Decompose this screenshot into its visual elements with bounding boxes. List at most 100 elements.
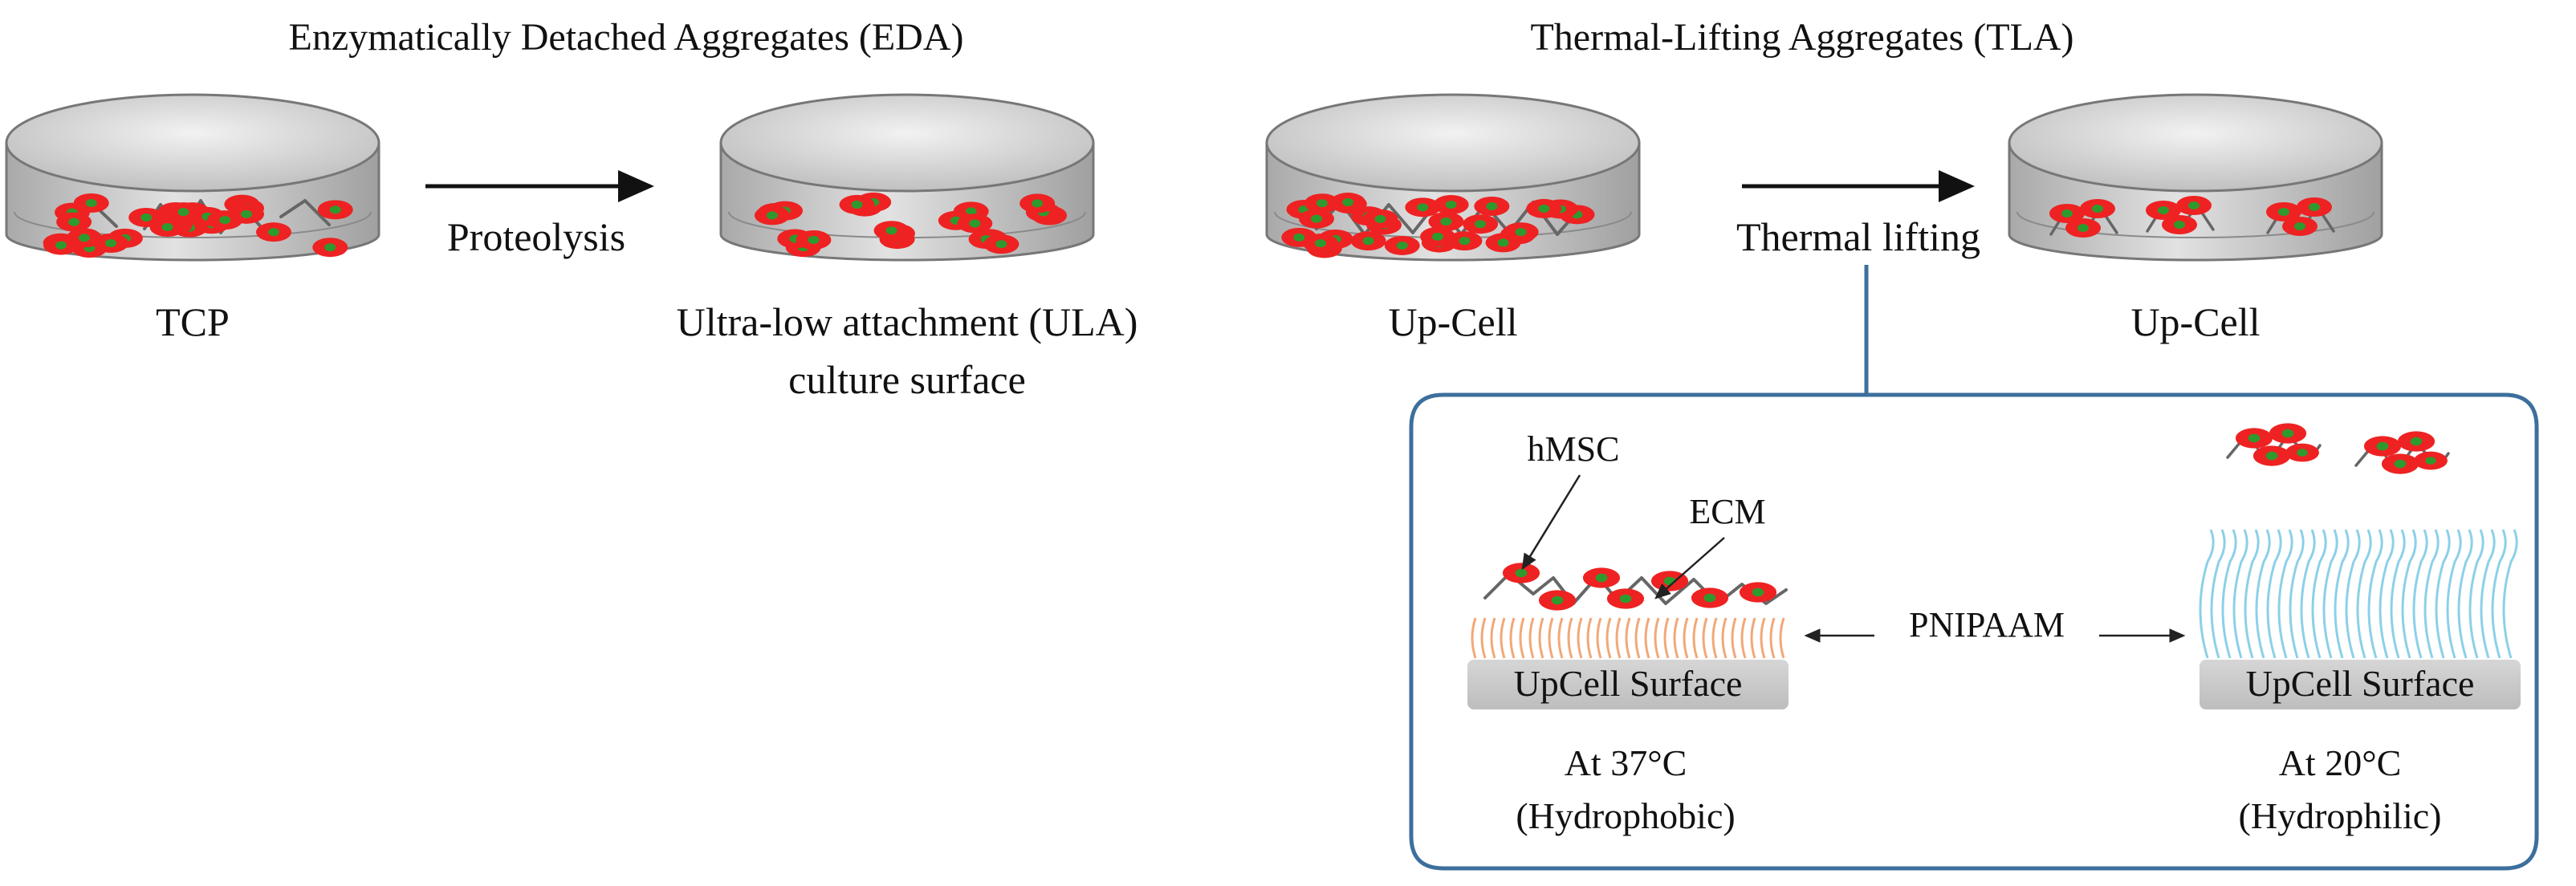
pnipaam-collapsed-chain	[1557, 617, 1564, 659]
hmsc-cell	[1405, 197, 1441, 217]
pnipaam-collapsed-chain	[1519, 617, 1525, 659]
pnipaam-extended-chain	[2367, 529, 2383, 659]
pnipaam-collapsed-chain	[1683, 617, 1689, 659]
hmsc-cell	[2363, 436, 2402, 457]
hmsc-cell	[2269, 423, 2307, 444]
pnipaam-collapsed-chain	[1740, 617, 1747, 659]
hmsc-cell	[983, 234, 1019, 254]
dish-floor-line	[2016, 211, 2375, 238]
hmsc-cell	[56, 212, 92, 232]
pnipaam-collapsed-chain	[1692, 617, 1699, 659]
pnipaam-extended-chain	[2210, 529, 2226, 659]
hmsc-cell	[207, 210, 243, 230]
hmsc-cell	[839, 194, 875, 214]
pnipaam-extended-chain	[2345, 529, 2361, 659]
hmsc-cell	[1384, 235, 1420, 255]
tla-title: Thermal-Lifting Aggregates (TLA)	[1530, 16, 2073, 59]
hmsc-cell	[1304, 193, 1340, 213]
hmsc-cell	[1503, 222, 1539, 242]
pnipaam-extended-chain	[2221, 529, 2237, 659]
hmsc-cell	[2285, 443, 2319, 462]
pnipaam-collapsed-chain	[1654, 617, 1660, 659]
hmsc-cell	[1298, 209, 1334, 229]
proteolysis-label: Proteolysis	[447, 214, 625, 259]
hmsc-label: hMSC	[1528, 429, 1620, 469]
hmsc-cell	[1538, 590, 1577, 611]
pnipaam-collapsed-chain	[1480, 617, 1487, 659]
hmsc-cell	[2397, 431, 2436, 452]
hmsc-cell	[255, 222, 291, 242]
pnipaam-extended-chain	[2232, 529, 2248, 659]
pnipaam-collapsed-chain	[1538, 617, 1544, 659]
hmsc-cell	[1526, 198, 1562, 218]
hmsc-cell	[128, 208, 165, 228]
pnipaam-extended-chain	[2457, 529, 2473, 659]
hmsc-cell	[2176, 196, 2212, 215]
pnipaam-extended-chain	[2255, 529, 2271, 659]
pnipaam-extended-chain	[2277, 529, 2293, 659]
temp-37c-label: At 37°C	[1565, 742, 1687, 783]
pnipaam-collapsed-chain	[1490, 617, 1496, 659]
pnipaam-extended-chain	[2379, 529, 2395, 659]
hmsc-cell	[1474, 197, 1510, 217]
pnipaam-collapsed-chain	[1586, 617, 1593, 659]
pnipaam-extended-chain	[2446, 529, 2462, 659]
hmsc-cell	[1019, 193, 1056, 213]
hmsc-cell	[43, 235, 79, 255]
pnipaam-extended-chain	[2199, 529, 2215, 659]
hmsc-cell	[1428, 212, 1464, 232]
pnipaam-collapsed-chain	[1596, 617, 1602, 659]
ecm-label: ECM	[1689, 492, 1765, 531]
hmsc-cell	[1691, 587, 1729, 608]
pnipaam-collapsed-chain	[1471, 617, 1477, 659]
hmsc-cell	[1463, 214, 1499, 234]
pnipaam-collapsed-chain	[1673, 617, 1679, 659]
pnipaam-extended-chain	[2502, 529, 2518, 659]
pnipaam-collapsed-chain	[1750, 617, 1756, 659]
hmsc-cell	[2414, 451, 2448, 470]
hmsc-cell	[165, 202, 201, 222]
pnipaam-collapsed-chain	[1731, 617, 1737, 659]
pnipaam-collapsed-chain	[1769, 617, 1776, 659]
pnipaam-collapsed-chain	[1605, 617, 1612, 659]
pnipaam-extended-chain	[2480, 529, 2496, 659]
hmsc-cell	[2235, 428, 2273, 449]
pnipaam-collapsed-chain	[1615, 617, 1622, 659]
pnipaam-collapsed-chain	[1500, 617, 1506, 659]
ula-label-line1: Ultra-low attachment (ULA)	[677, 299, 1138, 344]
hmsc-cell	[2381, 453, 2419, 474]
pnipaam-extended-chain	[2468, 529, 2484, 659]
pnipaam-extended-chain	[2423, 529, 2440, 659]
tcp-label: TCP	[156, 299, 230, 344]
hmsc-cell	[317, 200, 353, 220]
pnipaam-extended-chain	[2401, 529, 2417, 659]
pnipaam-collapsed-chain	[1567, 617, 1573, 659]
hmsc-cell	[1502, 563, 1540, 583]
upcell-surface-left-label: UpCell Surface	[1514, 663, 1743, 704]
hydrophilic-label: (Hydrophilic)	[2239, 795, 2442, 836]
temp-20c-label: At 20°C	[2279, 742, 2402, 783]
pnipaam-extended-chain	[2390, 529, 2406, 659]
hmsc-cell	[796, 230, 832, 250]
hmsc-cell	[1739, 582, 1777, 603]
pnipaam-collapsed-chain	[1760, 617, 1766, 659]
hmsc-cell	[73, 193, 109, 213]
upcell-dish-before	[1265, 93, 1641, 262]
hmsc-cell	[1433, 195, 1469, 215]
hmsc-cell	[1350, 231, 1386, 251]
dish-floor-line	[14, 211, 372, 238]
pnipaam-collapsed-chain	[1644, 617, 1650, 659]
pnipaam-extended-chain	[2300, 529, 2316, 659]
pnipaam-collapsed-chain	[1711, 617, 1718, 659]
hmsc-cell	[2266, 202, 2301, 222]
pnipaam-collapsed-chain	[1548, 617, 1554, 659]
hmsc-cell	[2080, 199, 2115, 218]
hmsc-cell	[1420, 226, 1456, 246]
hmsc-cell	[754, 205, 790, 226]
pnipaam-collapsed-chain	[1509, 617, 1516, 659]
eda-title: Enzymatically Detached Aggregates (EDA)	[289, 16, 964, 59]
inset-37c-scene	[1471, 563, 1788, 659]
pnipaam-extended-chain	[2491, 529, 2507, 659]
hmsc-cell	[1606, 588, 1645, 609]
pnipaam-collapsed-chain	[1702, 617, 1708, 659]
